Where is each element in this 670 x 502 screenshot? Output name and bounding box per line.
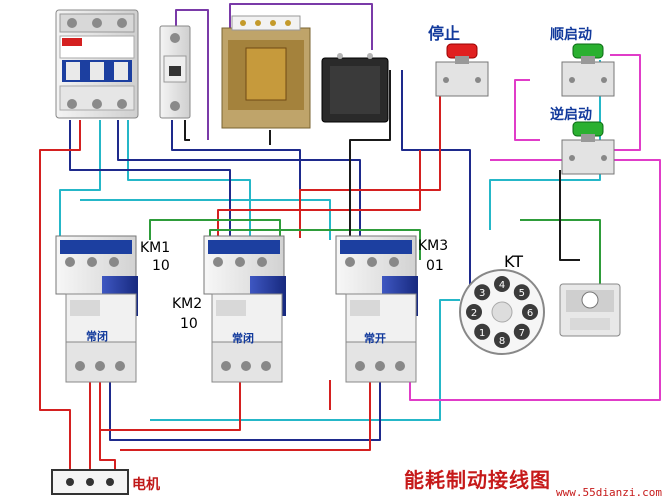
km1-contacts: 10 xyxy=(152,258,170,274)
relay-pin xyxy=(513,323,530,340)
relay-pin-number: 1 xyxy=(479,328,485,339)
wire-purple-right xyxy=(229,3,373,50)
diagram-title: 能耗制动接线图 xyxy=(404,468,551,492)
single-pole-breaker xyxy=(159,25,191,119)
wire-cyan-4 xyxy=(489,60,601,230)
contactor-km2 xyxy=(203,235,286,383)
reverse-start-label: 逆启动 xyxy=(550,107,592,123)
wire-cyan-3 xyxy=(80,199,331,240)
wire-blue-2 xyxy=(117,120,361,240)
wire-blue-5 xyxy=(109,380,381,441)
contactor-km1 xyxy=(55,235,138,383)
kt-label: KT xyxy=(504,252,524,271)
motor-label: 电机 xyxy=(132,477,160,493)
wire-green-3 xyxy=(209,229,421,260)
relay-pin-number: 8 xyxy=(499,336,505,347)
wire-pink-1 xyxy=(409,159,661,401)
relay-pin-number: 6 xyxy=(527,308,533,319)
wire-purple-top xyxy=(175,9,209,140)
wire-dark-1 xyxy=(349,70,391,240)
km3-label: KM3 xyxy=(418,238,449,254)
km1-label: KM1 xyxy=(140,240,171,256)
wire-red-3 xyxy=(99,380,116,470)
wire-blue-3 xyxy=(401,70,471,290)
wire-red-5 xyxy=(100,380,241,431)
km3-no-label: 常开 xyxy=(364,332,386,345)
relay-pin-number: 4 xyxy=(499,280,505,291)
km1-nc-label: 常闭 xyxy=(86,330,108,343)
relay-pin xyxy=(474,323,491,340)
wire-red-6 xyxy=(120,380,371,451)
bridge-rectifier xyxy=(321,53,389,123)
wire-cyan-5 xyxy=(150,299,460,421)
km2-label: KM2 xyxy=(172,296,203,312)
relay-pins: 123 4 567 8 xyxy=(466,276,538,348)
relay-pin-number: 7 xyxy=(519,328,525,339)
wire-red-1 xyxy=(39,120,81,470)
forward-start-button[interactable] xyxy=(561,43,615,97)
wire-dark-4 xyxy=(559,170,580,261)
wire-blue-1 xyxy=(69,120,231,238)
km2-contacts: 10 xyxy=(180,316,198,332)
relay-pin xyxy=(474,284,491,301)
time-relay-unit xyxy=(559,283,621,337)
wire-red-8 xyxy=(299,80,441,238)
relay-pin-number: 2 xyxy=(471,308,477,319)
relay-pin-number: 3 xyxy=(479,288,485,299)
transformer xyxy=(221,15,311,129)
relay-pin xyxy=(466,304,482,320)
stop-label: 停止 xyxy=(428,24,461,43)
wire-red-4 xyxy=(217,150,421,238)
motor-terminal-block xyxy=(51,469,129,495)
wire-dark-3 xyxy=(184,120,190,141)
site-watermark: www.55dianzi.com xyxy=(556,486,662,499)
km3-contacts: 01 xyxy=(426,258,444,274)
contactor-km3 xyxy=(335,235,418,383)
wire-pink-2 xyxy=(610,54,641,151)
relay-pin xyxy=(513,284,530,301)
stop-button[interactable] xyxy=(435,43,489,97)
relay-pin xyxy=(522,304,538,320)
wire-cyan-1 xyxy=(59,120,101,238)
three-phase-breaker xyxy=(55,9,139,119)
wire-pink-3 xyxy=(514,79,540,141)
relay-pin xyxy=(494,276,510,292)
relay-pin xyxy=(494,332,510,348)
km2-nc-label: 常闭 xyxy=(232,332,254,345)
relay-pin-number: 5 xyxy=(519,288,525,299)
reverse-start-button[interactable] xyxy=(561,121,615,175)
forward-start-label: 顺启动 xyxy=(550,27,592,43)
